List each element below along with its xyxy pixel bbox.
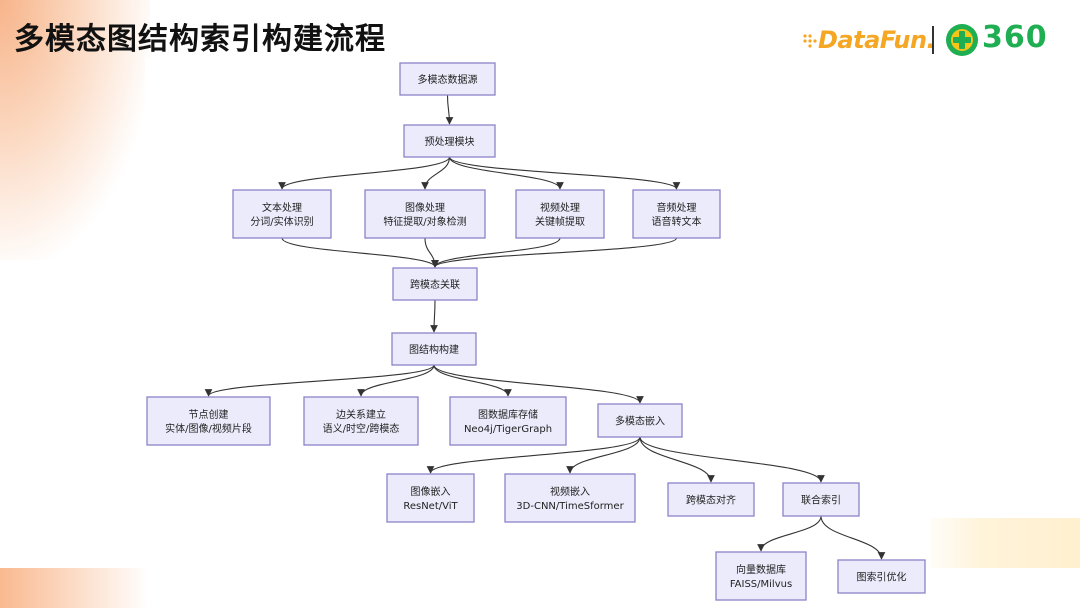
node-box bbox=[632, 189, 721, 239]
node-label: 向量数据库 bbox=[736, 563, 786, 576]
bottom-decoration bbox=[0, 568, 150, 608]
edge-jointindex-to-vectordb bbox=[757, 515, 822, 552]
node-label: 预处理模块 bbox=[425, 136, 475, 148]
node-box bbox=[386, 473, 475, 523]
datafun-logo: DataFun. bbox=[818, 26, 936, 54]
node-box bbox=[364, 189, 486, 239]
node-label: 跨模态关联 bbox=[410, 278, 460, 291]
edge-source-to-preprocess bbox=[445, 94, 454, 125]
edge-jointindex-to-graphopt bbox=[820, 515, 886, 560]
edge-mmembed-to-align bbox=[639, 436, 715, 483]
edge-preprocess-to-text bbox=[278, 156, 451, 190]
edge-mmembed-to-jointindex bbox=[639, 436, 825, 483]
node-box bbox=[715, 551, 807, 601]
node-label: 3D-CNN/TimeSformer bbox=[516, 501, 624, 512]
node-box bbox=[303, 396, 419, 446]
node-label: 分词/实体识别 bbox=[250, 215, 313, 228]
edge-crossmodal-to-graphbuild bbox=[430, 299, 438, 333]
node-label: 音频处理 bbox=[657, 201, 697, 214]
node-crossmodal: 跨模态关联 bbox=[392, 267, 478, 301]
logo-divider bbox=[932, 26, 934, 54]
edge-preprocess-to-image bbox=[421, 156, 451, 190]
nodes-layer: 多模态数据源预处理模块文本处理分词/实体识别图像处理特征提取/对象检测视频处理关… bbox=[146, 62, 926, 601]
node-mmembed: 多模态嵌入 bbox=[597, 403, 683, 438]
edge-mmembed-to-imgembed bbox=[426, 436, 641, 474]
logo-area: DataFun. 360 bbox=[803, 20, 1070, 58]
right-decoration bbox=[920, 518, 1080, 568]
node-label: 节点创建 bbox=[189, 408, 229, 421]
node-box bbox=[232, 189, 332, 239]
node-label: 视频处理 bbox=[540, 201, 580, 214]
node-label: 视频嵌入 bbox=[550, 485, 590, 498]
page-title: 多模态图结构索引构建流程 bbox=[14, 22, 386, 57]
node-align: 跨模态对齐 bbox=[667, 482, 755, 517]
node-label: Neo4j/TigerGraph bbox=[464, 424, 552, 435]
node-vidembed: 视频嵌入 3D-CNN/TimeSformer bbox=[504, 473, 636, 523]
edge-text-to-crossmodal bbox=[281, 237, 439, 268]
node-label: 文本处理 bbox=[262, 201, 302, 214]
node-label: 特征提取/对象检测 bbox=[383, 215, 466, 228]
node-box bbox=[504, 473, 636, 523]
360-logo-icon bbox=[946, 24, 978, 56]
node-label: 图像嵌入 bbox=[411, 486, 451, 498]
node-source: 多模态数据源 bbox=[399, 62, 496, 96]
node-jointindex: 联合索引 bbox=[782, 482, 860, 517]
datafun-dots-icon bbox=[803, 34, 817, 48]
edge-preprocess-to-audio bbox=[448, 156, 681, 190]
node-box bbox=[403, 124, 496, 158]
node-box bbox=[837, 559, 926, 594]
node-preprocess: 预处理模块 bbox=[403, 124, 496, 158]
node-label: 边关系建立 bbox=[336, 408, 386, 421]
node-graphbuild: 图结构构建 bbox=[391, 332, 477, 366]
node-label: 语音转文本 bbox=[652, 215, 702, 228]
node-label: ResNet/ViT bbox=[403, 501, 458, 512]
node-label: 多模态嵌入 bbox=[615, 415, 665, 428]
corner-decoration bbox=[0, 0, 150, 260]
edge-graphbuild-to-mmembed bbox=[433, 364, 644, 404]
node-box bbox=[597, 403, 683, 438]
node-box bbox=[391, 332, 477, 366]
node-label: 多模态数据源 bbox=[418, 73, 478, 86]
edge-graphbuild-to-graphdb bbox=[433, 364, 512, 397]
node-label: 实体/图像/视频片段 bbox=[165, 422, 252, 435]
node-label: 图数据库存储 bbox=[478, 408, 538, 421]
node-imgembed: 图像嵌入 ResNet/ViT bbox=[386, 473, 475, 523]
node-vectordb: 向量数据库 FAISS/Milvus bbox=[715, 551, 807, 601]
edge-graphbuild-to-edgebuild bbox=[357, 364, 435, 397]
node-label: 关键帧提取 bbox=[535, 215, 585, 228]
node-label: 语义/时空/跨模态 bbox=[323, 422, 400, 435]
node-box bbox=[515, 189, 605, 239]
edge-graphbuild-to-nodecreate bbox=[204, 364, 435, 397]
edge-preprocess-to-video bbox=[448, 156, 564, 190]
edge-audio-to-crossmodal bbox=[431, 237, 678, 268]
node-label: 联合索引 bbox=[801, 494, 841, 507]
edge-video-to-crossmodal bbox=[431, 237, 561, 268]
node-label: FAISS/Milvus bbox=[730, 579, 792, 590]
edge-mmembed-to-vidembed bbox=[566, 436, 641, 474]
node-box bbox=[449, 396, 567, 446]
node-box bbox=[667, 482, 755, 517]
360-logo-text: 360 bbox=[982, 20, 1048, 55]
node-label: 跨模态对齐 bbox=[686, 494, 736, 507]
node-label: 图索引优化 bbox=[857, 571, 907, 584]
node-box bbox=[399, 62, 496, 96]
node-box bbox=[782, 482, 860, 517]
node-box bbox=[146, 396, 271, 446]
edges-layer bbox=[204, 94, 886, 560]
node-label: 图像处理 bbox=[405, 202, 445, 214]
node-graphopt: 图索引优化 bbox=[837, 559, 926, 594]
node-box bbox=[392, 267, 478, 301]
node-graphdb: 图数据库存储 Neo4j/TigerGraph bbox=[449, 396, 567, 446]
node-label: 图结构构建 bbox=[409, 343, 459, 356]
